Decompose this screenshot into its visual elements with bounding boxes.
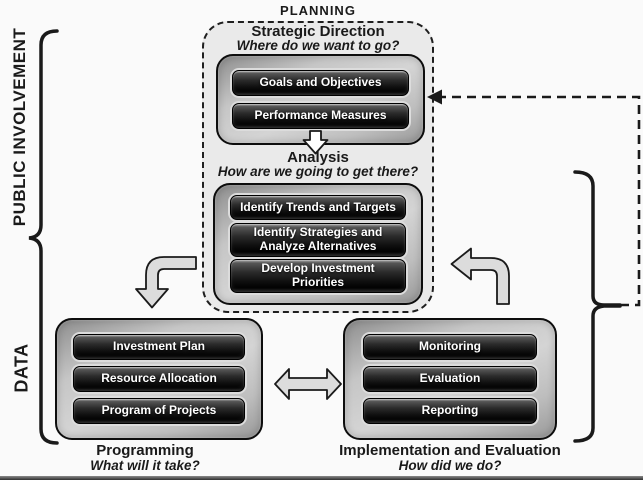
double-headed-arrow-icon xyxy=(274,368,342,400)
feedback-brace-icon xyxy=(573,170,622,443)
data-label: DATA xyxy=(11,343,32,393)
strategic-direction-panel: Goals and Objectives Performance Measure… xyxy=(216,54,425,145)
node-identify-strategies-alternatives: Identify Strategies and Analyze Alternat… xyxy=(230,222,406,257)
analysis-heading: Analysis xyxy=(287,149,349,166)
programming-question: What will it take? xyxy=(90,458,200,473)
implementation-panel: Monitoring Evaluation Reporting xyxy=(343,318,557,440)
node-evaluation: Evaluation xyxy=(363,366,537,392)
analysis-panel: Identify Trends and Targets Identify Str… xyxy=(213,183,423,305)
public-involvement-label: PUBLIC INVOLVEMENT xyxy=(10,27,29,227)
node-resource-allocation: Resource Allocation xyxy=(73,366,245,392)
curved-down-left-arrow-icon xyxy=(135,256,197,309)
node-reporting: Reporting xyxy=(363,398,537,424)
node-monitoring: Monitoring xyxy=(363,334,537,360)
strategic-direction-heading: Strategic Direction xyxy=(251,23,385,40)
public-involvement-data-brace-icon xyxy=(28,29,59,445)
curved-up-left-arrow-icon xyxy=(450,247,510,305)
node-goals-and-objectives: Goals and Objectives xyxy=(232,70,409,97)
programming-heading: Programming xyxy=(96,442,194,459)
strategic-direction-question: Where do we want to go? xyxy=(236,38,400,53)
planning-title: PLANNING xyxy=(280,3,356,18)
node-performance-measures: Performance Measures xyxy=(232,102,409,129)
node-investment-plan: Investment Plan xyxy=(73,334,245,360)
node-develop-investment-priorities: Develop Investment Priorities xyxy=(230,259,406,294)
programming-panel: Investment Plan Resource Allocation Prog… xyxy=(55,318,263,440)
implementation-heading: Implementation and Evaluation xyxy=(339,442,561,459)
dashed-feedback-line-icon xyxy=(438,95,641,307)
bottom-edge-bar xyxy=(0,476,643,480)
analysis-question: How are we going to get there? xyxy=(217,164,419,179)
node-program-of-projects: Program of Projects xyxy=(73,398,245,424)
node-identify-trends-targets: Identify Trends and Targets xyxy=(230,194,406,220)
implementation-question: How did we do? xyxy=(398,458,502,473)
